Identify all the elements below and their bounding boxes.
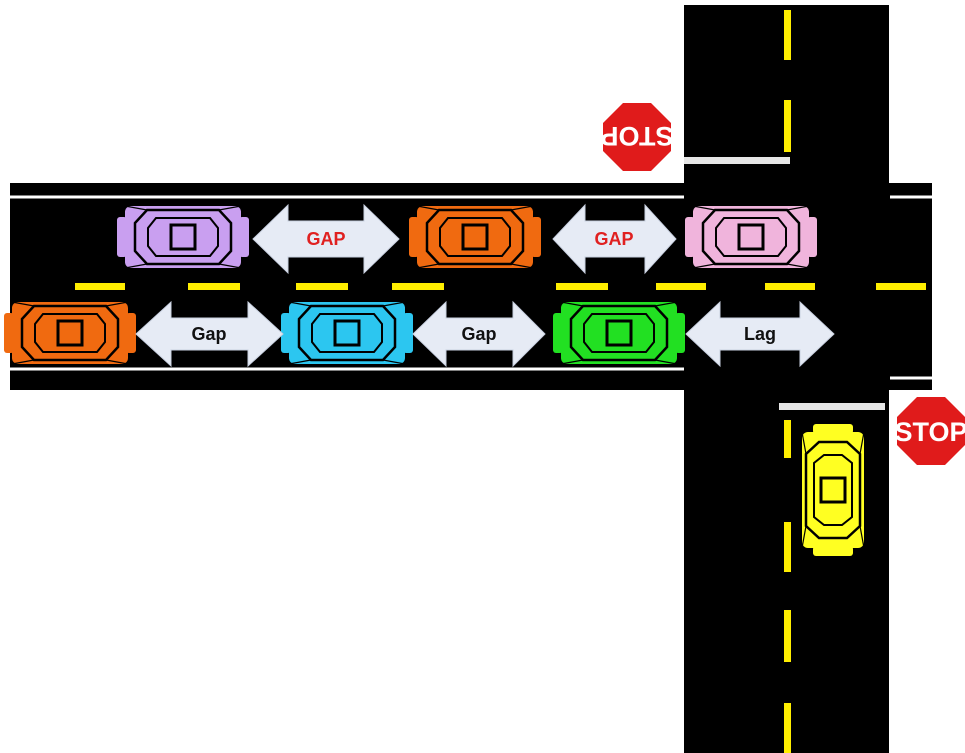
edge-lines bbox=[10, 195, 932, 380]
stop-bar-bottom bbox=[779, 403, 885, 410]
lane-divider-main bbox=[75, 283, 926, 290]
gap-label-lower-1: Gap bbox=[191, 324, 226, 344]
stop-bar-top bbox=[684, 157, 790, 164]
lag-arrow: Lag bbox=[685, 300, 835, 368]
stop-sign-top-text: STOP bbox=[600, 121, 673, 151]
car-orange-lower bbox=[2, 300, 138, 366]
stop-sign-right-text: STOP bbox=[894, 417, 965, 447]
gap-arrow-upper-1: GAP bbox=[252, 203, 400, 275]
stop-sign-right: STOP bbox=[893, 393, 965, 469]
car-green bbox=[551, 300, 687, 366]
lag-label: Lag bbox=[744, 324, 776, 344]
gap-label-upper-1: GAP bbox=[306, 229, 345, 249]
car-cyan bbox=[279, 300, 415, 366]
stop-sign-top: STOP bbox=[599, 99, 675, 175]
gap-arrow-upper-2: GAP bbox=[552, 203, 677, 275]
car-orange-upper bbox=[407, 204, 543, 270]
car-lavender bbox=[115, 204, 251, 270]
gap-arrow-lower-1: Gap bbox=[135, 300, 284, 368]
gap-arrow-lower-2: Gap bbox=[412, 300, 546, 368]
lane-divider-side bbox=[784, 10, 791, 753]
gap-label-upper-2: GAP bbox=[594, 229, 633, 249]
car-pink bbox=[683, 204, 819, 270]
car-yellow bbox=[800, 422, 866, 558]
gap-label-lower-2: Gap bbox=[461, 324, 496, 344]
